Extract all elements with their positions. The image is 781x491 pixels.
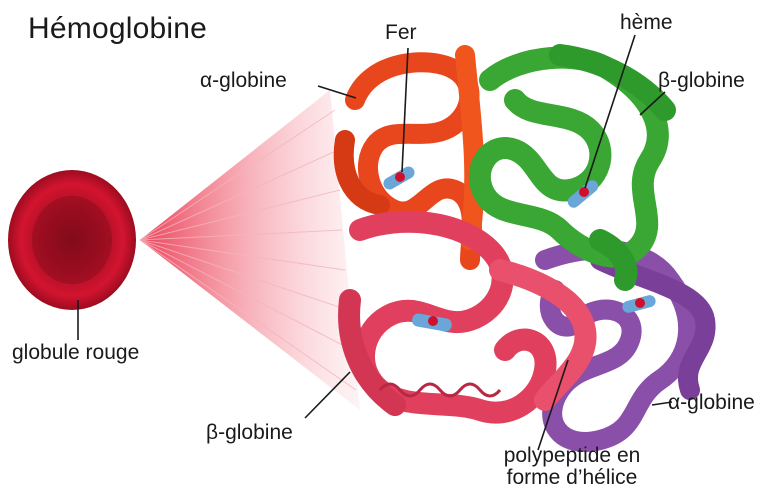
label-beta-globine-top: β-globine bbox=[658, 69, 745, 92]
heme-group-beta-top bbox=[567, 180, 599, 208]
label-fer: Fer bbox=[385, 21, 417, 44]
label-globule-rouge: globule rouge bbox=[12, 341, 140, 364]
projection-rays bbox=[139, 109, 357, 391]
label-polypeptide: polypeptide en forme d’hélice bbox=[482, 444, 662, 490]
label-alpha-globine-bottom: α-globine bbox=[668, 391, 755, 414]
alpha-globine-top-chain bbox=[333, 45, 485, 270]
beta-globine-bottom-chain bbox=[338, 210, 597, 424]
label-polypeptide-line2: forme d’hélice bbox=[506, 466, 638, 490]
diagram-title: Hémoglobine bbox=[28, 12, 207, 45]
heme-group-beta-bottom bbox=[412, 313, 452, 332]
heme-group-alpha-top bbox=[383, 166, 415, 190]
heme-group-alpha-bottom bbox=[622, 295, 656, 313]
red-blood-cell bbox=[8, 170, 136, 310]
helix-ribbon bbox=[378, 382, 502, 398]
label-alpha-globine-top: α-globine bbox=[200, 69, 287, 92]
beta-globine-top-chain bbox=[468, 44, 676, 291]
projection-cone bbox=[140, 90, 360, 410]
leader-lines bbox=[77, 34, 673, 451]
label-polypeptide-line1: polypeptide en bbox=[503, 444, 641, 467]
label-heme: hème bbox=[620, 11, 673, 34]
label-beta-globine-bottom: β-globine bbox=[206, 421, 293, 444]
